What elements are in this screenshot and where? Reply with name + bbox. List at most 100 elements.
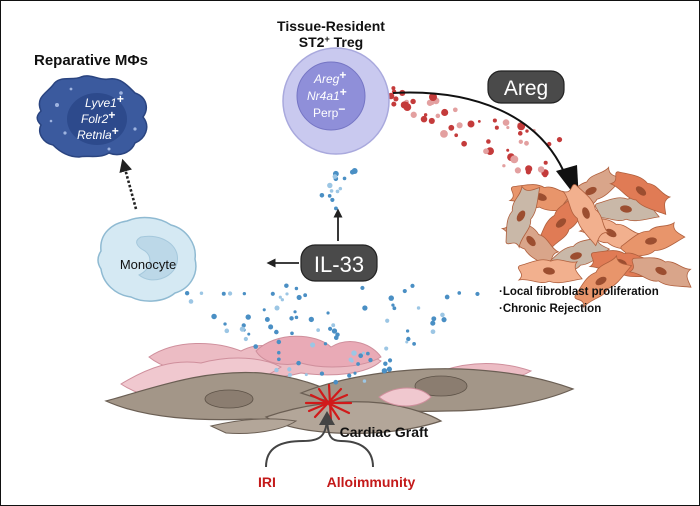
areg-label: Areg: [504, 77, 548, 100]
il33-particle: [268, 324, 274, 330]
graft-arrow-head: [319, 411, 335, 425]
cardiac-graft-label: Cardiac Graft: [340, 424, 429, 440]
il33-particle: [342, 176, 347, 181]
areg-particle: [456, 122, 463, 129]
areg-arrow-shaft: [392, 91, 568, 180]
areg-particle: [467, 120, 475, 128]
fibroblast-nucleus: [620, 205, 632, 213]
areg-particle: [524, 140, 529, 146]
areg-particle: [393, 96, 399, 102]
areg-particle: [420, 115, 428, 123]
il33-particle: [262, 308, 266, 312]
treg-marker-areg: Areg+: [313, 68, 346, 86]
treg-title-line2: ST2+ Treg: [299, 34, 363, 50]
il33-particle: [356, 362, 360, 366]
areg-particle: [448, 124, 455, 131]
fibroblast-nucleus: [585, 186, 597, 196]
il33-particle: [392, 306, 397, 311]
il33-badge: [300, 244, 378, 282]
areg-particle: [486, 139, 491, 144]
areg-particle: [492, 118, 497, 123]
il33-particle: [323, 342, 328, 346]
cardiac-tissue: [104, 335, 575, 435]
il33-particle: [331, 328, 338, 334]
areg-particle: [556, 136, 563, 143]
treg-marker-perp: Perp−: [313, 102, 345, 120]
il33-particle: [331, 323, 336, 328]
il33-particle: [386, 366, 392, 372]
il33-particle: [412, 341, 416, 346]
il33-particle: [280, 298, 284, 302]
areg-particle: [502, 119, 510, 126]
il33-particle: [385, 318, 390, 323]
il33-particle: [333, 379, 339, 385]
il33-particle: [319, 371, 325, 376]
outcome-fibroblast-proliferation: ·Local fibroblast proliferation: [499, 286, 659, 298]
il33-particle: [245, 314, 251, 320]
areg-particle: [391, 101, 397, 107]
il33-particle: [296, 294, 302, 300]
areg-particle: [506, 148, 510, 152]
il33-particle: [405, 340, 409, 344]
il33-particle: [335, 189, 340, 194]
areg-particle: [461, 140, 467, 147]
il33-particle: [188, 299, 194, 304]
il33-particle: [347, 373, 352, 378]
il33-particle: [440, 312, 445, 318]
il33-particle: [410, 283, 415, 288]
fibroblast-nucleus: [595, 276, 607, 286]
areg-particle: [483, 148, 489, 155]
iri-label: IRI: [258, 474, 276, 490]
il33-particle: [358, 353, 364, 359]
il33-particle: [274, 367, 279, 373]
areg-particle: [410, 98, 416, 105]
fibroblast-nucleus: [543, 267, 555, 275]
macrophage-title: Reparative MΦs: [34, 52, 148, 69]
il33-particle: [274, 329, 279, 335]
areg-particle: [452, 107, 458, 113]
areg-particle: [506, 125, 510, 130]
fibroblast-nucleus: [655, 266, 667, 276]
il33-particle: [353, 371, 357, 375]
il33-particle: [294, 286, 299, 291]
iri-branch: [265, 418, 328, 468]
il33-particle: [348, 357, 353, 362]
il33-particle: [444, 294, 450, 300]
areg-particle: [514, 167, 521, 174]
il33-particle: [362, 379, 367, 383]
il33-particle: [402, 288, 407, 294]
il33-particle: [330, 197, 335, 203]
fibroblast-nucleus: [635, 186, 647, 196]
il33-particle: [224, 328, 230, 334]
il33-particle: [308, 316, 314, 323]
il33-particle: [289, 316, 294, 321]
il33-particle: [332, 174, 338, 179]
areg-particle: [391, 86, 396, 91]
areg-badge: [487, 70, 565, 104]
areg-particle: [477, 119, 481, 123]
alloimmunity-label: Alloimmunity: [327, 474, 416, 490]
il33-particle: [239, 326, 246, 332]
il33-particle: [327, 194, 332, 198]
treg-title-line1: Tissue-Resident: [277, 18, 385, 34]
il33-particle: [199, 291, 204, 296]
treg-marker-nr4a1: Nr4a1+: [307, 85, 347, 103]
differentiation-arrow: [119, 158, 138, 210]
il33-particle: [457, 291, 462, 295]
il33-particle: [387, 358, 393, 363]
il33-particle: [287, 372, 292, 378]
il33-particle: [278, 295, 282, 299]
il33-particle: [293, 310, 297, 314]
il33-particle: [366, 351, 370, 356]
il33-particle: [406, 336, 411, 342]
il33-particle: [276, 357, 281, 362]
il33-particle: [334, 206, 338, 211]
il33-particle: [388, 295, 394, 301]
fibroblast-nucleus: [605, 228, 617, 238]
il33-particle: [309, 342, 316, 348]
monocyte-label: Monocyte: [120, 257, 176, 272]
il33-particle: [221, 291, 226, 296]
il33-particle: [384, 346, 389, 351]
